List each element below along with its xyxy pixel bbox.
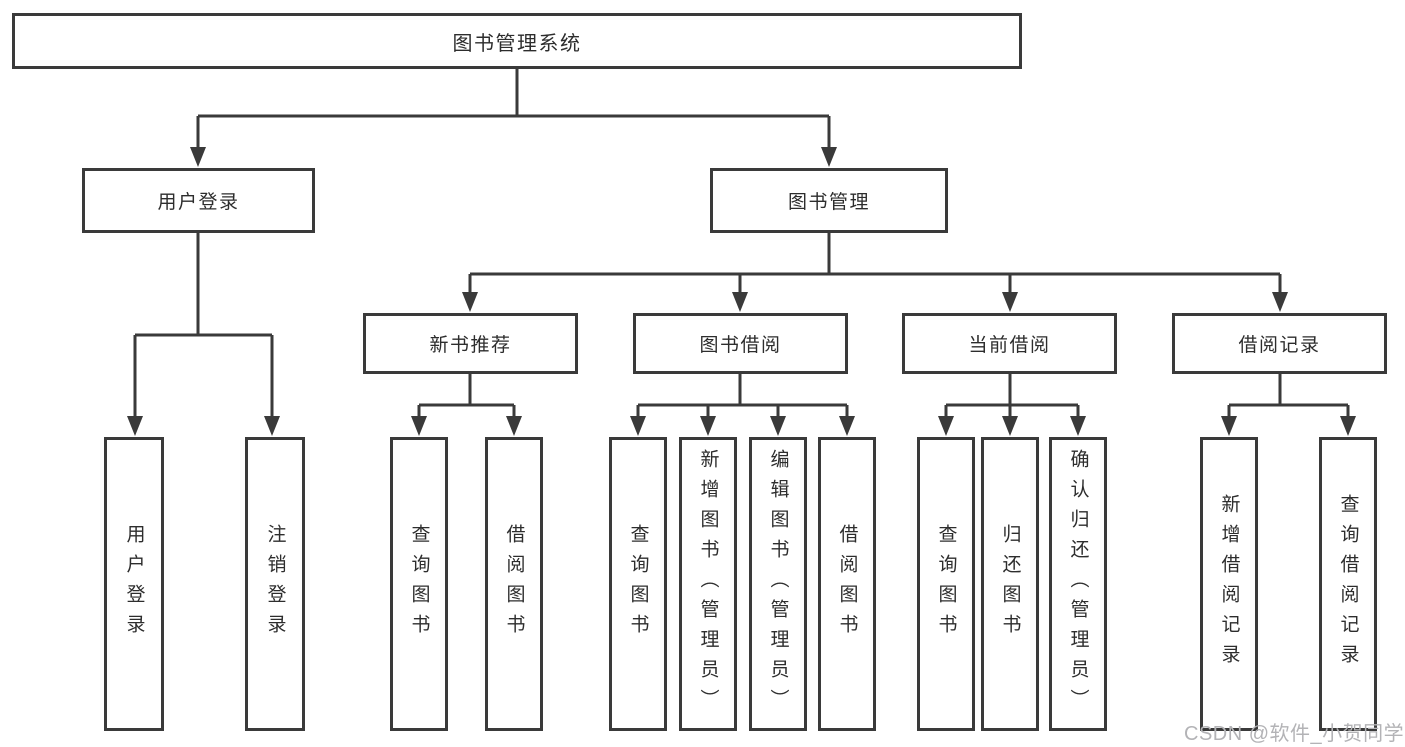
node-label: 图书借阅 <box>699 335 782 356</box>
connector-root-to-level2 <box>196 68 831 149</box>
node-borrow-books-2: 借阅图书 <box>818 437 876 731</box>
node-confirm-return-admin: 确认归还（管理员） <box>1049 437 1107 731</box>
node-user-login-leaf: 用户登录 <box>104 437 164 731</box>
arrowhead <box>190 147 206 167</box>
node-label: 图书管理 <box>787 192 870 213</box>
arrowhead <box>700 416 716 436</box>
node-label: 用户登录 <box>123 524 145 644</box>
node-label: 新增图书（管理员） <box>697 449 719 719</box>
arrowhead <box>770 416 786 436</box>
node-label: 归还图书 <box>999 524 1021 644</box>
arrowhead <box>1070 416 1086 436</box>
arrowhead <box>1221 416 1237 436</box>
connector-current-borrow-children <box>944 374 1080 418</box>
node-label: 查询图书 <box>408 524 430 644</box>
node-book-borrow: 图书借阅 <box>633 313 848 374</box>
arrowhead <box>506 416 522 436</box>
connector-book-borrow-children <box>636 374 849 418</box>
node-new-book-recommend: 新书推荐 <box>363 313 578 374</box>
node-user-login: 用户登录 <box>82 168 315 233</box>
node-label: 查询图书 <box>627 524 649 644</box>
connector-user-login-children <box>133 233 274 418</box>
arrowhead <box>1002 292 1018 312</box>
csdn-watermark: CSDN @软件_小贺同学 <box>1184 723 1405 745</box>
node-current-borrow: 当前借阅 <box>902 313 1117 374</box>
node-query-books-2: 查询图书 <box>609 437 667 731</box>
node-label: 新增借阅记录 <box>1218 494 1240 674</box>
arrowhead <box>127 416 143 436</box>
arrowhead <box>411 416 427 436</box>
node-borrow-records: 借阅记录 <box>1172 313 1387 374</box>
node-label: 借阅图书 <box>503 524 525 644</box>
node-label: 借阅记录 <box>1238 335 1321 356</box>
connector-new-book-rec-children <box>417 374 516 418</box>
node-label: 查询借阅记录 <box>1337 494 1359 674</box>
arrowhead <box>839 416 855 436</box>
node-label: 编辑图书（管理员） <box>767 449 789 719</box>
node-label: 图书管理系统 <box>452 32 582 55</box>
arrowhead <box>1272 292 1288 312</box>
arrowhead <box>1340 416 1356 436</box>
node-label: 当前借阅 <box>968 335 1051 356</box>
connector-borrow-records-children <box>1227 374 1350 418</box>
arrowhead <box>732 292 748 312</box>
arrowhead <box>462 292 478 312</box>
node-query-borrow-record: 查询借阅记录 <box>1319 437 1377 731</box>
arrowhead <box>821 147 837 167</box>
node-query-books-3: 查询图书 <box>917 437 975 731</box>
node-label: 新书推荐 <box>429 335 512 356</box>
arrowhead <box>1002 416 1018 436</box>
node-label: 查询图书 <box>935 524 957 644</box>
node-query-books: 查询图书 <box>390 437 448 731</box>
node-library-management-system: 图书管理系统 <box>12 13 1022 69</box>
node-borrow-books: 借阅图书 <box>485 437 543 731</box>
node-label: 注销登录 <box>264 524 286 644</box>
connector-book-mgmt-children <box>468 233 1282 294</box>
node-return-books: 归还图书 <box>981 437 1039 731</box>
node-label: 借阅图书 <box>836 524 858 644</box>
node-add-borrow-record: 新增借阅记录 <box>1200 437 1258 731</box>
node-label: 用户登录 <box>157 192 240 213</box>
node-book-management: 图书管理 <box>710 168 948 233</box>
arrowhead <box>938 416 954 436</box>
node-edit-books-admin: 编辑图书（管理员） <box>749 437 807 731</box>
arrowhead <box>264 416 280 436</box>
node-add-books-admin: 新增图书（管理员） <box>679 437 737 731</box>
node-logout-leaf: 注销登录 <box>245 437 305 731</box>
arrowhead <box>630 416 646 436</box>
node-label: 确认归还（管理员） <box>1067 449 1089 719</box>
